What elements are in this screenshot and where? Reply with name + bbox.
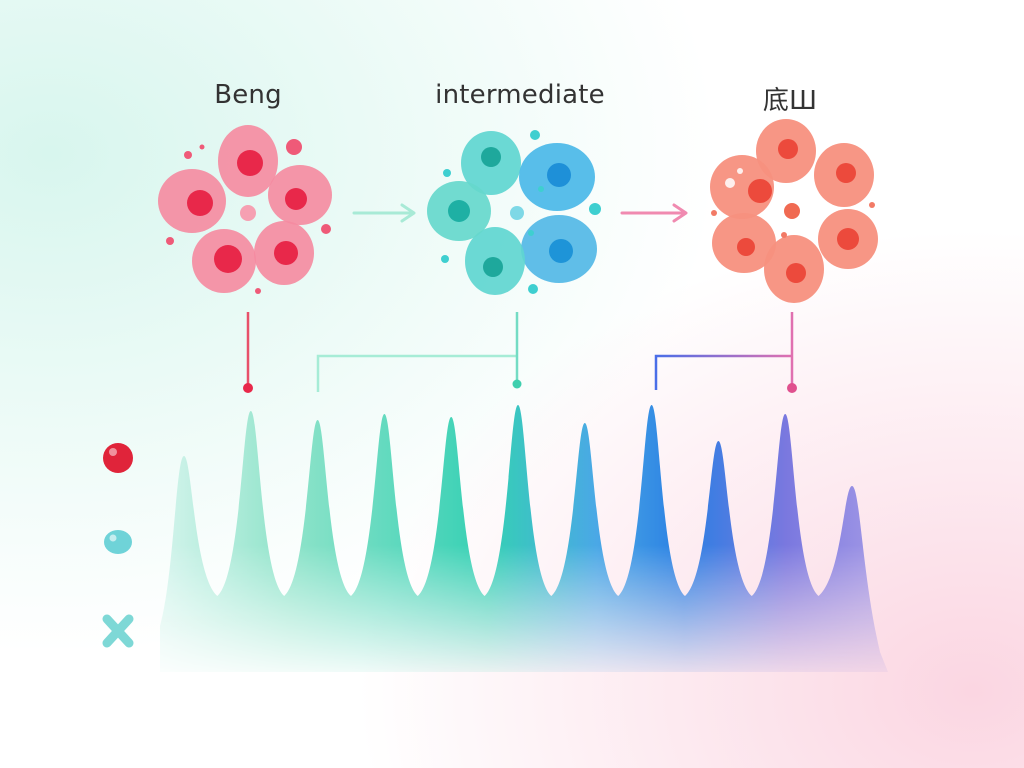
teal-dot-icon	[104, 530, 132, 554]
arrow-right-icon	[672, 203, 688, 223]
stage2-bracket	[316, 354, 517, 392]
arrow-right-icon	[400, 203, 416, 223]
arrow-1	[352, 203, 416, 223]
stage-label-intermediate: intermediate	[435, 80, 605, 110]
stage3-connector-dot	[787, 383, 797, 393]
stage2-cluster-icon	[427, 130, 601, 295]
legend	[102, 443, 134, 648]
red-dot-icon	[103, 443, 133, 473]
stage-label-start: Beng	[214, 80, 282, 110]
stage2-connector-dot	[512, 379, 522, 389]
spectrum-peaks	[160, 405, 888, 672]
connector-lines	[243, 312, 797, 393]
stage3-bracket	[654, 354, 792, 390]
teal-cross-icon	[102, 614, 134, 648]
stage3-cluster-icon	[710, 119, 878, 303]
stage1-cluster-icon	[158, 125, 332, 294]
spectrum-area	[160, 405, 888, 672]
arrow-2	[620, 203, 688, 223]
stage1-connector-dot	[243, 383, 253, 393]
stage-label-final: 底Ш	[762, 86, 818, 116]
